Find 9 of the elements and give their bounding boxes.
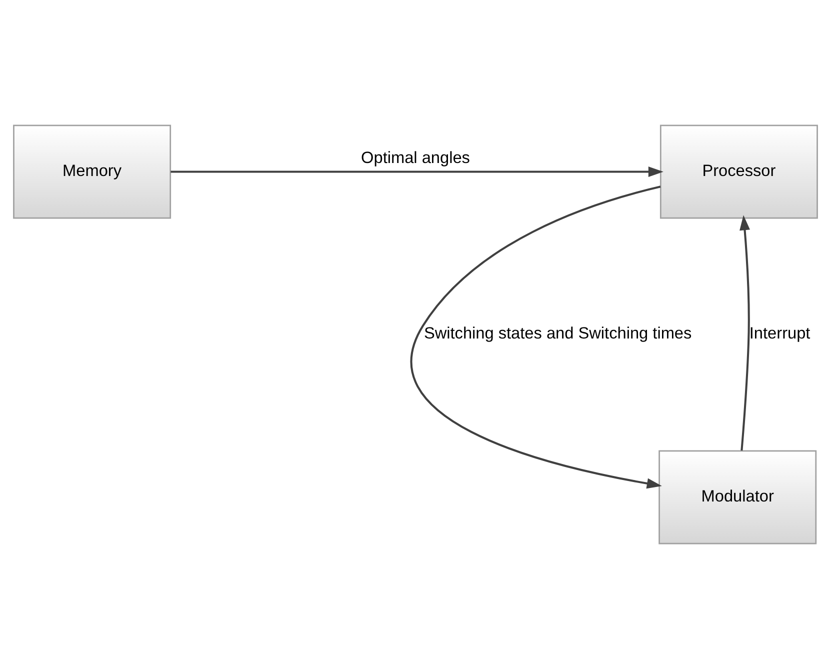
arrow <box>410 185 662 488</box>
node-box: Processor <box>660 124 818 218</box>
arrow <box>740 214 750 450</box>
arrow <box>170 166 664 176</box>
edge-label: Optimal angles <box>361 148 470 167</box>
edge-label: Interrupt <box>749 324 810 342</box>
node-box: Memory <box>13 124 172 218</box>
edge-label: Switching states and Switching times <box>424 324 692 342</box>
node-box: Modulator <box>658 450 817 544</box>
